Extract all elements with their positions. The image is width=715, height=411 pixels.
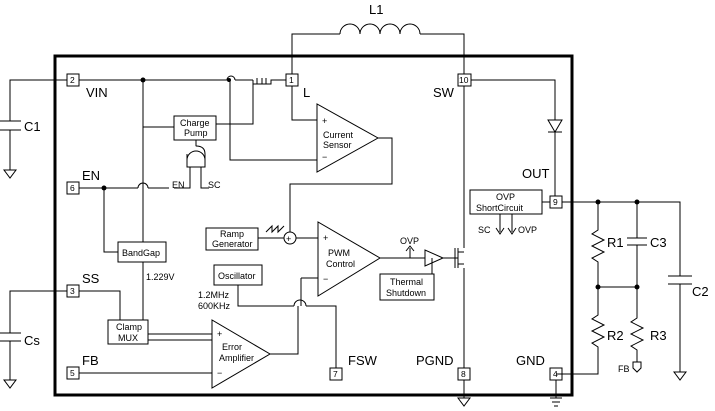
- capacitor-c1: C1: [0, 79, 67, 179]
- pin-l: 1 L: [285, 73, 310, 100]
- pin-out: 9 OUT: [522, 166, 563, 209]
- summing-plus: +: [286, 234, 291, 244]
- error-amplifier: + − Error Amplifier: [79, 306, 299, 389]
- sc-signal-label: SC: [208, 180, 221, 190]
- ic-outline: [53, 54, 574, 397]
- cs-label: Cs: [24, 333, 40, 348]
- clamp-mux-line1: Clamp: [116, 322, 142, 332]
- pin-num: 7: [333, 369, 338, 379]
- oscillator-block: Oscillator 1.2MHz 600KHz: [198, 264, 337, 368]
- plus-symbol: +: [323, 233, 328, 243]
- pin-num: 4: [553, 369, 558, 379]
- gnd-ground: [550, 380, 562, 407]
- pin-gnd: 4 GND: [516, 353, 563, 381]
- plus-symbol: +: [217, 329, 222, 339]
- pin-name: PGND: [416, 353, 454, 368]
- r1-label: R1: [607, 235, 624, 250]
- ovp-block-line2: ShortCircuit: [476, 203, 524, 213]
- ovp-driver-label: OVP: [400, 236, 419, 246]
- bandgap-block: BandGap 1.229V: [117, 241, 212, 341]
- error-amp-line1: Error: [222, 342, 242, 352]
- inductor-l1: L1: [291, 2, 465, 74]
- minus-symbol: −: [323, 274, 328, 284]
- pin-fsw: 7 FSW: [329, 353, 378, 381]
- pin-name: OUT: [522, 166, 550, 181]
- pin-num: 9: [553, 197, 558, 207]
- pin-name: SS: [82, 271, 100, 286]
- oscillator-label: Oscillator: [218, 271, 256, 281]
- bandgap-label: BandGap: [122, 248, 160, 258]
- r2-label: R2: [607, 328, 624, 343]
- pin-name: VIN: [86, 85, 108, 100]
- output-network: R1 C3 R2 R3 FB C2: [556, 199, 709, 381]
- capacitor-cs: Cs: [0, 290, 67, 389]
- pin-num: 8: [461, 369, 466, 379]
- sc-out-label: SC: [478, 225, 491, 235]
- pwm-control-amp: + − PWM Control: [301, 221, 381, 297]
- vref-label: 1.229V: [146, 272, 175, 282]
- minus-symbol: −: [322, 152, 327, 162]
- c1-label: C1: [24, 119, 41, 134]
- pgnd-ground: [457, 380, 471, 407]
- and-gate: EN SC: [172, 145, 221, 190]
- pin-name: EN: [82, 168, 100, 183]
- freq-high-label: 1.2MHz: [198, 290, 230, 300]
- l-to-sensor: [229, 80, 317, 161]
- pin-vin: 2 VIN: [66, 73, 108, 100]
- pin-sw: 10 SW: [433, 73, 472, 100]
- sw-output-path: [463, 79, 563, 368]
- pin-num: 5: [70, 368, 75, 378]
- ovp-short-block: OVP ShortCircuit SC OVP: [469, 189, 550, 235]
- thermal-line2: Shutdown: [386, 288, 426, 298]
- pin-pgnd: 8 PGND: [416, 353, 471, 381]
- ramp-generator-block: Ramp Generator +: [205, 224, 318, 251]
- pwm-line2: Control: [326, 259, 355, 269]
- fb-ext-label: FB: [618, 364, 630, 374]
- driver-stage: OVP: [380, 236, 464, 268]
- pin-num: 1: [289, 75, 294, 85]
- r3-label: R3: [650, 328, 667, 343]
- minus-symbol: −: [217, 368, 222, 378]
- charge-pump-block: Charge Pump: [143, 115, 217, 154]
- c3-label: C3: [650, 235, 667, 250]
- current-sensor-line2: Sensor: [323, 140, 352, 150]
- pin-name: FB: [82, 353, 99, 368]
- pin-name: SW: [433, 85, 455, 100]
- error-amp-line2: Amplifier: [219, 353, 254, 363]
- pin-name: L: [303, 85, 310, 100]
- en-signal-label: EN: [172, 180, 185, 190]
- plus-symbol: +: [322, 116, 327, 126]
- vin-rail: [79, 75, 286, 125]
- pin-num: 6: [70, 183, 75, 193]
- clamp-mux-block: Clamp MUX: [79, 290, 212, 345]
- ovp-block-line1: OVP: [496, 192, 515, 202]
- pin-num: 10: [459, 75, 469, 85]
- pin-ss: 3 SS: [66, 271, 100, 298]
- en-line: [79, 182, 169, 253]
- pin-en: 6 EN: [66, 168, 100, 195]
- pin-num: 2: [70, 75, 75, 85]
- pin-name: FSW: [348, 353, 378, 368]
- inductor-label: L1: [369, 2, 383, 17]
- c2-label: C2: [692, 284, 709, 299]
- pin-fb: 5 FB: [66, 353, 99, 380]
- freq-low-label: 600KHz: [198, 301, 231, 311]
- current-sensor-amp: + − Current Sensor: [289, 103, 393, 232]
- pwm-line1: PWM: [328, 248, 350, 258]
- ovp-out-label: OVP: [518, 225, 537, 235]
- thermal-shutdown-block: Thermal Shutdown: [379, 258, 435, 301]
- pin-name: GND: [516, 353, 545, 368]
- charge-pump-line2: Pump: [184, 128, 208, 138]
- thermal-line1: Thermal: [390, 277, 423, 287]
- clamp-mux-line2: MUX: [118, 333, 138, 343]
- pin-num: 3: [70, 286, 75, 296]
- ramp-gen-line1: Ramp: [220, 229, 244, 239]
- current-sensor-line1: Current: [323, 130, 354, 140]
- ramp-gen-line2: Generator: [212, 239, 253, 249]
- charge-pump-line1: Charge: [180, 118, 210, 128]
